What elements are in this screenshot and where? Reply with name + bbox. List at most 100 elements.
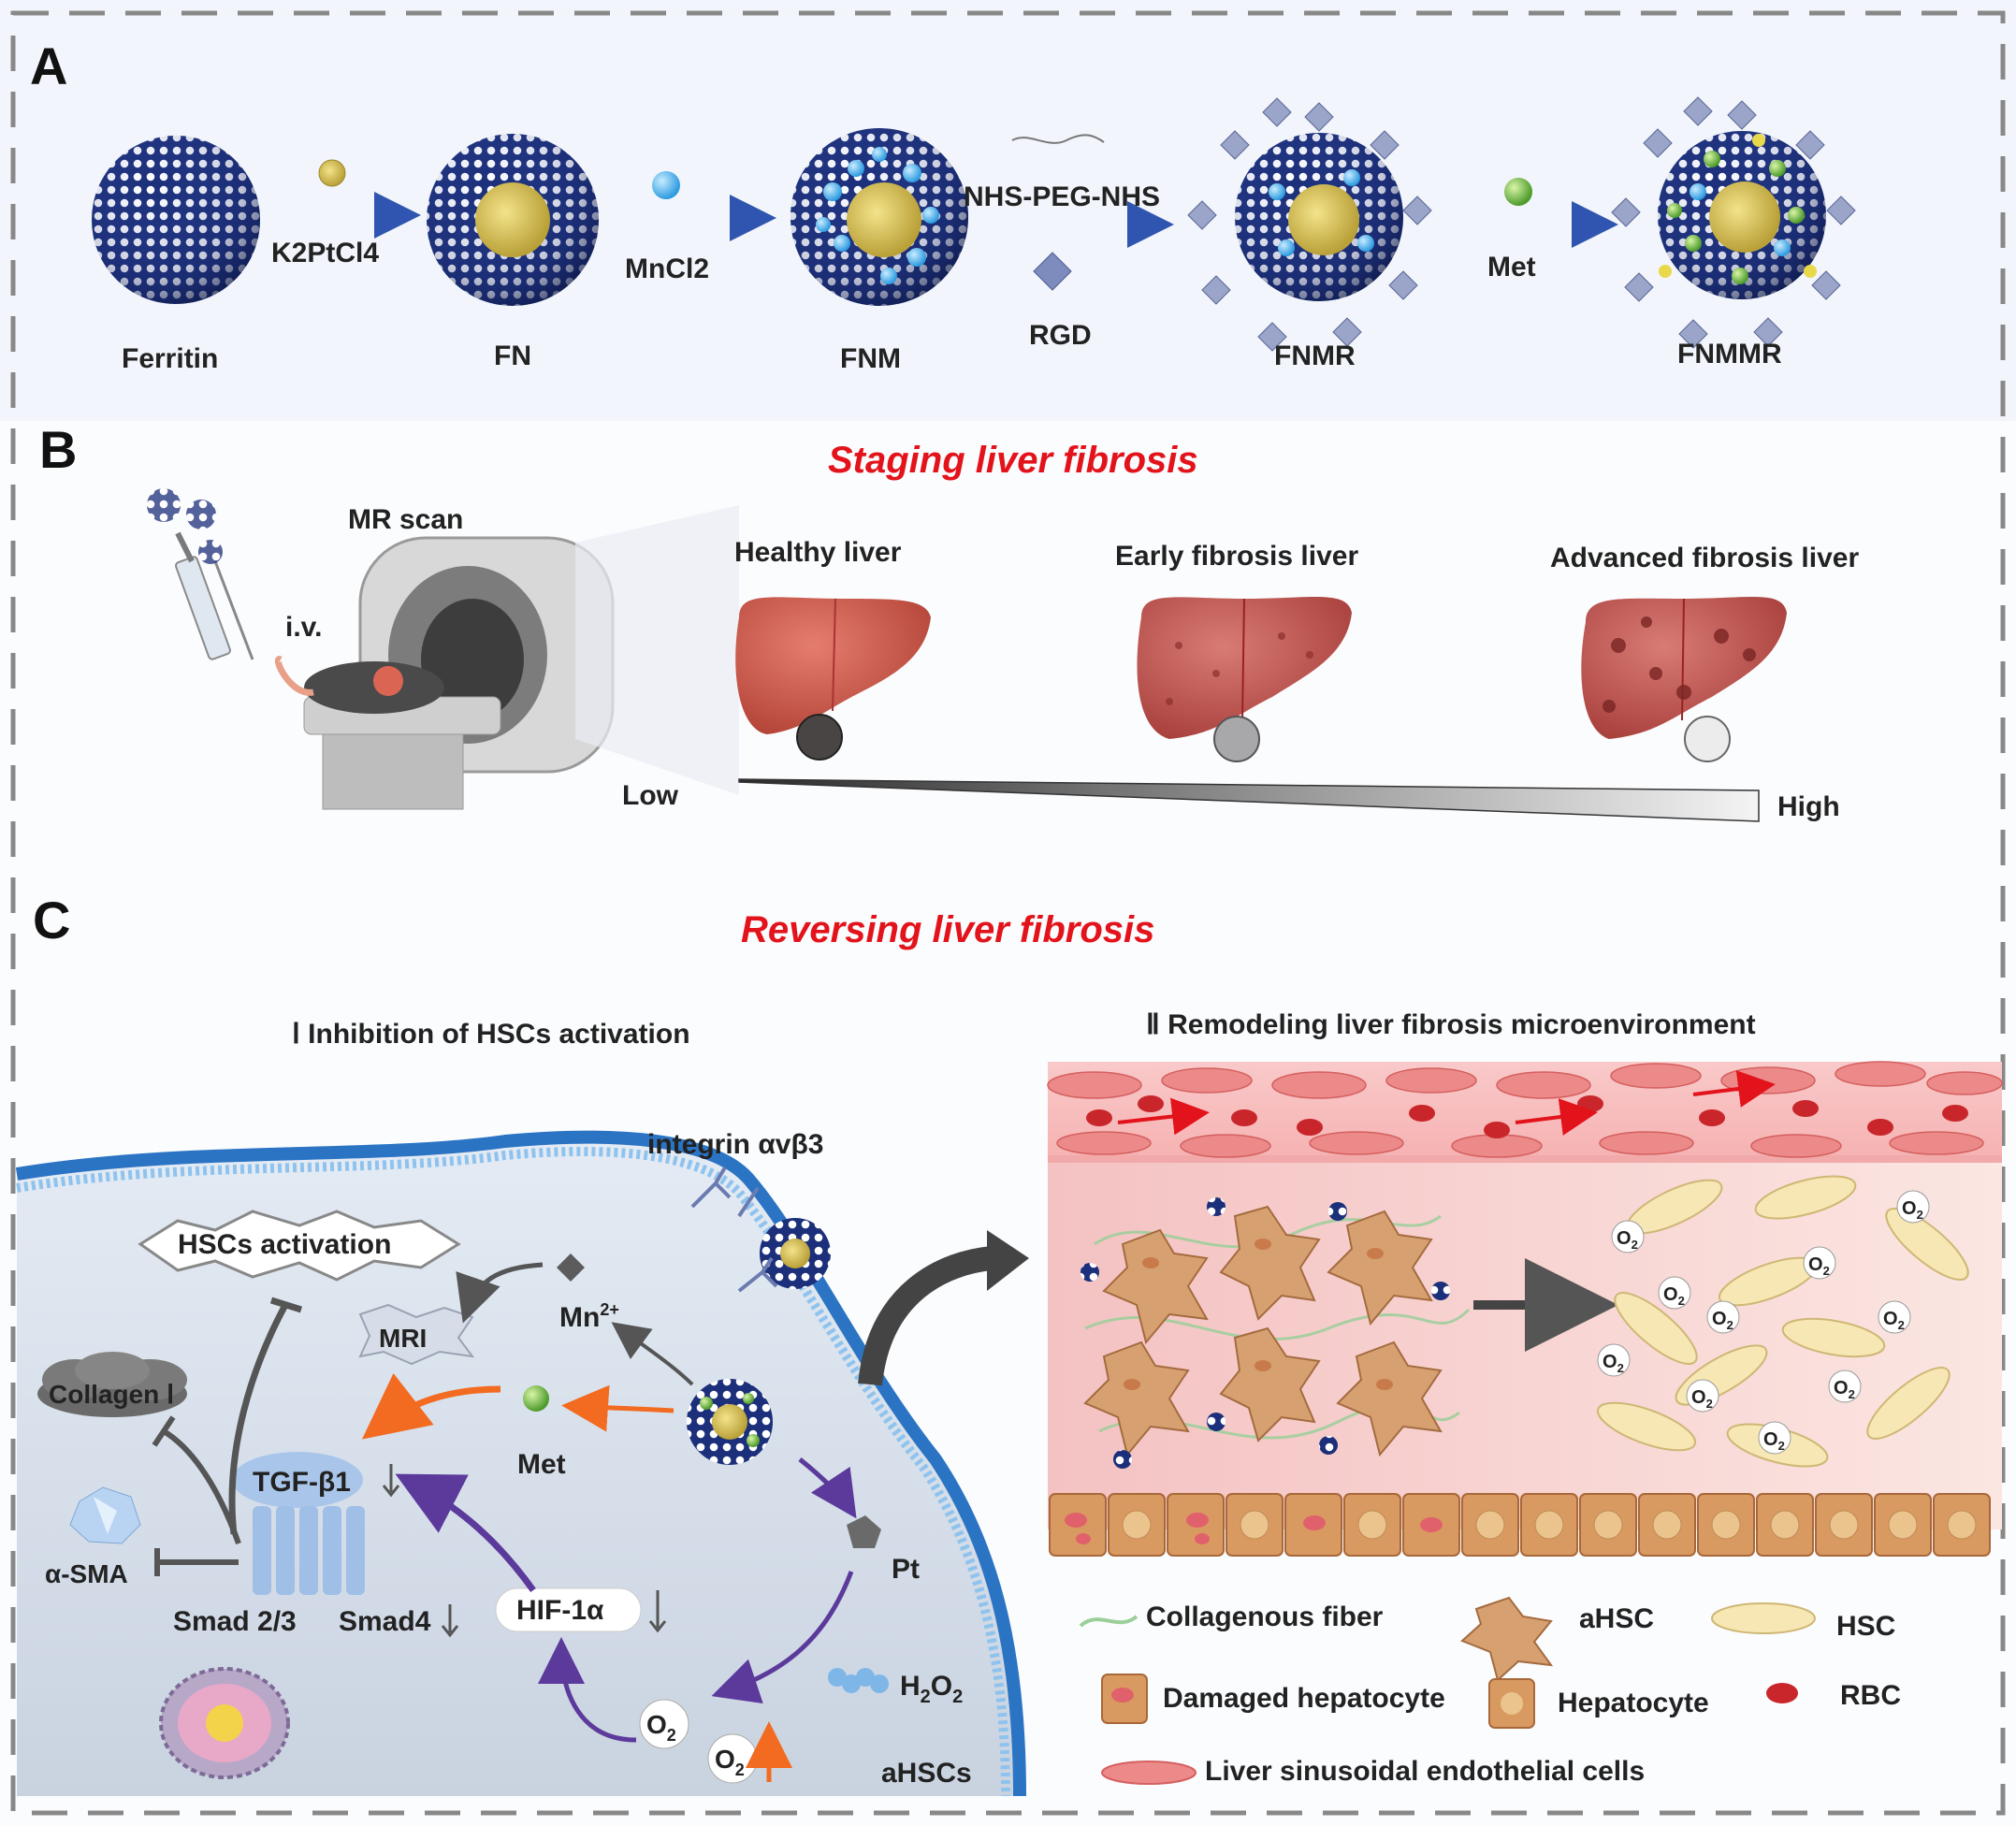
transition-arrowhead — [987, 1230, 1029, 1291]
legend-collagenous-fiber: Collagenous fiber — [1146, 1601, 1384, 1632]
hscs-activation-label: HSCs activation — [178, 1229, 391, 1260]
legend-hsc-icon — [1711, 1602, 1816, 1634]
ahscs-label: aHSCs — [881, 1758, 972, 1789]
reagent-rgd: RGD — [1029, 320, 1092, 351]
fn-sphere — [427, 134, 599, 306]
signal-dot-light — [1684, 716, 1731, 762]
syringe-icon — [175, 531, 254, 660]
hepatocyte-row — [1049, 1493, 1991, 1557]
arrow-np-to-mn — [611, 1322, 694, 1386]
legend-ahsc: aHSC — [1579, 1603, 1654, 1634]
mri-scanner-icon — [274, 536, 615, 810]
arrow-np-to-pt — [798, 1457, 857, 1519]
legend-ahsc-icon — [1460, 1596, 1554, 1682]
legend-collagen-icon — [1079, 1615, 1139, 1628]
healthy-liver-label: Healthy liver — [734, 537, 902, 568]
alpha-sma-label: α-SMA — [45, 1559, 128, 1588]
inhibit-hsc-activation — [228, 1303, 289, 1535]
stage-ferritin: Ferritin — [122, 343, 218, 374]
subtitle-inhibition: Ⅰ Inhibition of HSCs activation — [292, 1019, 690, 1050]
mri-burst — [358, 1303, 475, 1366]
panel-c-letter: C — [33, 891, 70, 949]
stage-fnmmr: FNMMR — [1677, 339, 1782, 370]
collagen-label: Collagen Ⅰ — [49, 1380, 174, 1409]
legend-hepatocyte-nucleus — [1501, 1692, 1523, 1715]
reagent-mncl2: MnCl2 — [625, 254, 709, 284]
early-fibrosis-label: Early fibrosis liver — [1115, 541, 1358, 572]
o2-label-1: O2 — [646, 1710, 676, 1745]
pt-label: Pt — [892, 1554, 920, 1585]
endothelial-layer — [1047, 1061, 2003, 1158]
smad23-label: Smad 2/3 — [173, 1606, 297, 1637]
nanoparticle-group-icon — [147, 488, 223, 564]
o2-label-2: O2 — [715, 1745, 745, 1779]
panel-c-title: Reversing liver fibrosis — [741, 909, 1154, 950]
legend-rbc: RBC — [1840, 1680, 1901, 1711]
fnm-sphere — [790, 128, 968, 306]
arrow-o2-to-hif — [538, 1637, 637, 1743]
inhibit-bar-collagen — [152, 1415, 176, 1447]
healthy-liver-icon — [735, 597, 931, 734]
h2o2-molecule-icon — [828, 1668, 889, 1693]
legend-damaged-hepatocyte: Damaged hepatocyte — [1163, 1683, 1445, 1714]
arrow-np-to-met — [561, 1384, 674, 1432]
signal-ramp — [738, 778, 1760, 822]
smad4-label: Smad4 — [339, 1606, 431, 1637]
ferritin-sphere — [92, 136, 260, 304]
arrow-met-to-tgf — [361, 1372, 501, 1440]
down-arrows — [382, 1464, 667, 1638]
arrow-pt-to-o2 — [711, 1571, 854, 1704]
fnmr-sphere — [1187, 97, 1432, 352]
h2o2-label: H2O2 — [900, 1671, 963, 1707]
arrow-mn-to-mri — [456, 1262, 544, 1324]
signal-dot-dark — [796, 714, 843, 761]
met-label: Met — [517, 1449, 566, 1480]
legend-damage-spot — [1111, 1688, 1134, 1703]
rgd-icon — [1033, 252, 1072, 291]
hif-pill — [495, 1587, 642, 1632]
legend-hsc: HSC — [1836, 1611, 1895, 1642]
early-fibrosis-liver-icon — [1137, 597, 1352, 739]
legend-rbc-icon — [1766, 1683, 1798, 1703]
ahsc-cluster — [1081, 1197, 1471, 1469]
reagent-k2ptcl4: K2PtCl4 — [271, 238, 379, 268]
cell-body — [15, 1130, 1026, 1797]
mn-label: Mn2+ — [559, 1300, 619, 1333]
iv-label: i.v. — [285, 612, 322, 643]
advanced-fibrosis-liver-icon — [1581, 597, 1787, 739]
inhibit-bar-hsc — [269, 1297, 303, 1313]
reagent-met: Met — [1487, 252, 1536, 283]
pt-precursor-icon — [318, 159, 346, 187]
collagen-cloud — [37, 1352, 187, 1417]
legend-lsec: Liver sinusoidal endothelial cells — [1205, 1756, 1645, 1787]
integrin-label: integrin αvβ3 — [647, 1129, 823, 1160]
fnmmr-sphere — [1611, 96, 1856, 349]
tgf-label: TGF-β1 — [253, 1467, 351, 1498]
legend-hepatocyte: Hepatocyte — [1558, 1688, 1709, 1718]
flow-arrows — [1117, 1070, 1776, 1136]
scan-beam — [575, 505, 739, 795]
met-icon — [1504, 178, 1532, 206]
met-ball-icon — [523, 1385, 549, 1412]
mr-scan-label: MR scan — [348, 504, 463, 535]
hif-label: HIF-1α — [516, 1595, 604, 1626]
panel-a-letter: A — [30, 36, 67, 95]
legend-lsec-icon — [1101, 1761, 1197, 1785]
internal-nanoparticle-icon — [687, 1379, 773, 1465]
subtitle-remodeling: Ⅱ Remodeling liver fibrosis microenviron… — [1146, 1009, 1756, 1040]
inhibit-collagen — [162, 1428, 241, 1545]
dashed-border — [10, 10, 2006, 1816]
tgf-receptor — [232, 1452, 365, 1595]
o2-bubble-1 — [639, 1699, 689, 1749]
hsc-cluster: O2 O2 O2 O2 O2 O2 O2 O2 O2 O2 — [1596, 1175, 1969, 1468]
panel-b-letter: B — [39, 420, 77, 479]
mri-label: MRI — [379, 1324, 427, 1353]
stage-fnmr: FNMR — [1274, 341, 1356, 371]
alpha-sma-crystal-icon — [69, 1486, 141, 1544]
peg-chain-icon — [1011, 134, 1105, 144]
signal-dot-mid — [1213, 716, 1260, 762]
advanced-fibrosis-label: Advanced fibrosis liver — [1550, 543, 1859, 573]
low-label: Low — [622, 780, 679, 811]
high-label: High — [1777, 791, 1840, 822]
